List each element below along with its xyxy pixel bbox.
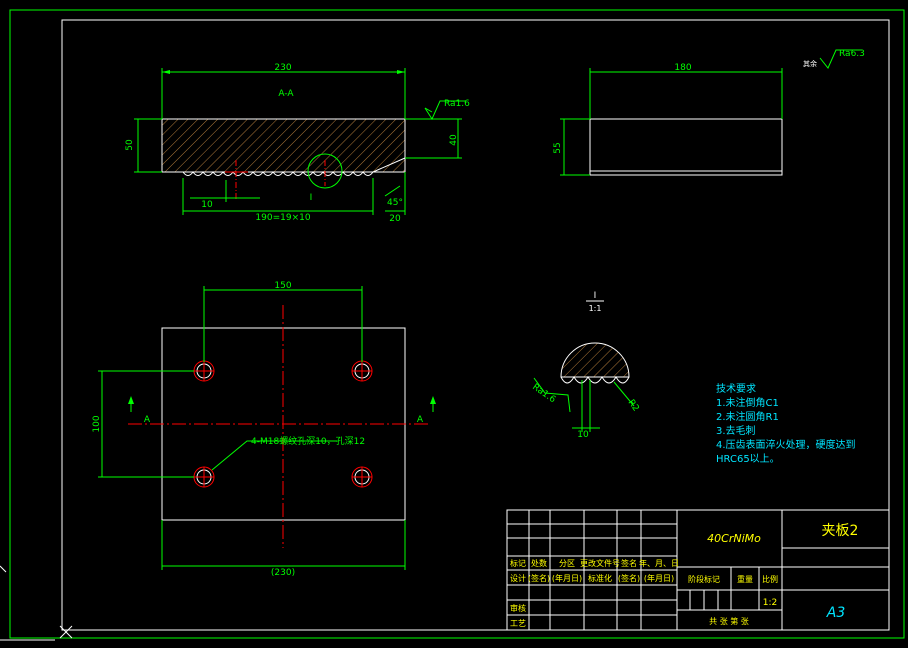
tb-sheet-size: A3 bbox=[826, 605, 845, 621]
tb-scale-value: 1:2 bbox=[763, 598, 777, 608]
tb-material: 40CrNiMo bbox=[707, 532, 761, 545]
thread-hole bbox=[351, 360, 373, 382]
tech-item-5: HRC65以上。 bbox=[716, 453, 780, 465]
ucs-icon bbox=[0, 565, 73, 641]
tb-standard: 标准化 bbox=[588, 573, 612, 583]
section-label: A-A bbox=[278, 89, 294, 99]
detail-view: I 1:1 Ra1.6 10 R2 bbox=[530, 291, 640, 440]
tb-header-sign: 签名 bbox=[621, 558, 637, 568]
detail-pitch: 10 bbox=[577, 430, 589, 440]
tb-title: 夹板2 bbox=[822, 523, 859, 539]
thread-hole bbox=[351, 466, 373, 488]
roughness-ra16: Ra1.6 bbox=[444, 99, 470, 109]
dim-55: 55 bbox=[553, 142, 563, 153]
tb-scale-label: 比例 bbox=[762, 574, 778, 584]
general-roughness: 其余 Ra6.3 bbox=[803, 49, 865, 69]
thread-hole bbox=[193, 360, 215, 382]
tech-item-1: 1.未注倒角C1 bbox=[716, 396, 779, 409]
dim-150: 150 bbox=[274, 281, 291, 291]
section-mark-right: A bbox=[417, 415, 424, 425]
tb-review: 审核 bbox=[510, 603, 526, 613]
tb-header-date: 年、月、日 bbox=[639, 558, 679, 568]
tb-standard-date: (年月日) bbox=[644, 573, 674, 583]
dim-50: 50 bbox=[125, 139, 135, 151]
tb-header-mark: 标记 bbox=[510, 558, 526, 568]
tb-design: 设计 bbox=[510, 573, 526, 583]
title-block: 标记 处数 分区 更改文件号 签名 年、月、日 设计 (签名) (年月日) 标准… bbox=[506, 509, 890, 631]
tb-header-docno: 更改文件号 bbox=[580, 558, 620, 568]
hole-note: 4-M18螺纹孔深10，孔深12 bbox=[251, 435, 365, 447]
dim-180: 180 bbox=[674, 63, 691, 73]
tech-heading: 技术要求 bbox=[716, 382, 756, 395]
general-roughness-prefix: 其余 bbox=[803, 59, 817, 68]
detail-marker-label: I bbox=[310, 193, 313, 203]
tech-requirements: 技术要求 1.未注倒角C1 2.未注圆角R1 3.去毛刺 4.压齿表面淬火处理，… bbox=[716, 382, 856, 465]
tech-item-4: 4.压齿表面淬火处理，硬度达到 bbox=[716, 438, 856, 451]
detail-marker-circle bbox=[307, 153, 343, 189]
tb-weight-label: 重量 bbox=[737, 574, 753, 584]
dim-100: 100 bbox=[92, 415, 102, 432]
tb-standard-sign: (签名) bbox=[618, 573, 640, 583]
general-roughness-value: Ra6.3 bbox=[839, 49, 865, 59]
outer-frame bbox=[9, 9, 905, 639]
dim-230: 230 bbox=[274, 63, 291, 73]
tb-design-sign: (签名) bbox=[528, 573, 550, 583]
tb-stage-label: 阶段标记 bbox=[688, 574, 720, 584]
dim-20: 20 bbox=[389, 214, 401, 224]
tb-header-count: 处数 bbox=[531, 558, 547, 568]
detail-roughness: Ra1.6 bbox=[530, 382, 557, 405]
dim-teeth: 190=19×10 bbox=[255, 213, 310, 223]
tb-sheets: 共 张 第 张 bbox=[709, 616, 749, 626]
plan-view: 150 100 (230) 4-M18螺纹孔深10，孔深12 A A bbox=[92, 281, 436, 578]
tb-header-zone: 分区 bbox=[559, 559, 575, 568]
dim-overall-230: (230) bbox=[271, 568, 295, 578]
tb-design-date: (年月日) bbox=[552, 573, 582, 583]
dim-45deg: 45° bbox=[387, 198, 403, 208]
detail-label: I bbox=[594, 291, 597, 301]
tb-process: 工艺 bbox=[510, 619, 526, 628]
thread-hole bbox=[193, 466, 215, 488]
inner-frame bbox=[61, 19, 890, 631]
dim-pitch-10: 10 bbox=[201, 200, 213, 210]
dim-40: 40 bbox=[449, 134, 459, 146]
section-view: 230 A-A 50 40 Ra1.6 10 190=19×10 20 45° … bbox=[125, 63, 470, 224]
tech-item-3: 3.去毛刺 bbox=[716, 425, 756, 437]
section-mark-left: A bbox=[144, 415, 151, 425]
detail-radius: R2 bbox=[626, 398, 641, 414]
side-view: 180 55 bbox=[553, 63, 783, 176]
detail-scale: 1:1 bbox=[589, 304, 602, 313]
tech-item-2: 2.未注圆角R1 bbox=[716, 410, 779, 423]
